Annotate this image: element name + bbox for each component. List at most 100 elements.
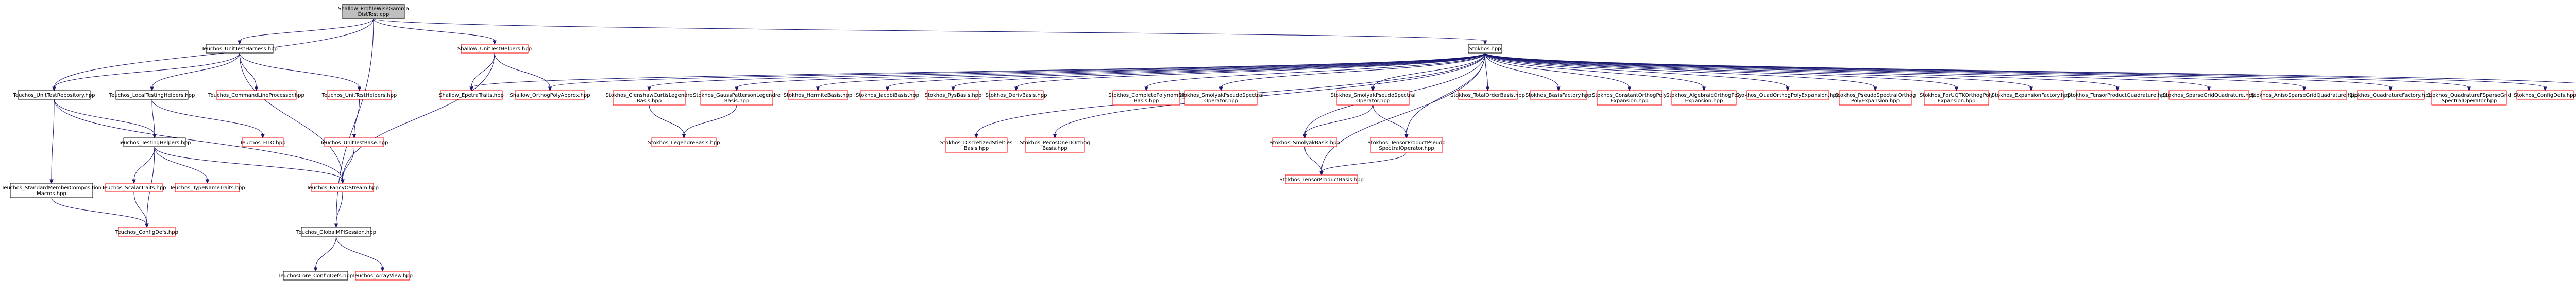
include-edge (1302, 104, 1374, 139)
node-label: Stokhos_DiscretizedStieltjes (940, 140, 1013, 146)
header-file-node[interactable]: Shallow_OrthogPolyApprox.hpp (510, 90, 590, 100)
include-edge (373, 18, 1487, 45)
header-file-node[interactable]: Stokhos_TensorProductPseudoSpectralOpera… (1367, 137, 1446, 153)
header-file-node[interactable]: Teuchos_FancyOStream.hpp (306, 183, 379, 192)
node-label: Stokhos_ExpansionFactory.hpp (1992, 93, 2071, 98)
node-label: Basis.hpp (1042, 146, 1067, 151)
header-file-node[interactable]: Shallow_UnitTestHelpers.hpp (457, 44, 532, 54)
header-file-node[interactable]: Stokhos_QuadOrthogPolyExpansion.hpp (1736, 90, 1839, 100)
header-file-node[interactable]: Teuchos_TestingHelpers.hpp (118, 137, 191, 147)
include-edge (1485, 52, 1877, 92)
node-label: Teuchos_UnitTestHelpers.hpp (321, 93, 397, 98)
header-file-node[interactable]: TeuchosCore_ConfigDefs.hpp (278, 271, 353, 281)
node-label: Expansion.hpp (1685, 98, 1723, 104)
include-edge (1485, 52, 1706, 92)
header-file-node[interactable]: Stokhos_JacobiBasis.hpp (856, 90, 919, 100)
include-edge (1485, 52, 2471, 92)
header-file-node[interactable]: Teuchos_CommandLineProcessor.hpp (208, 90, 304, 100)
header-file-node[interactable]: Stokhos_QuadratureFactory.hpp (2349, 90, 2432, 100)
header-file-node[interactable]: Teuchos_StandardMemberCompositionMacros.… (1, 183, 101, 198)
header-file-node[interactable]: Stokhos_SmolyakPseudoSpectralOperator.hp… (1331, 90, 1416, 106)
include-edge (133, 191, 149, 229)
header-file-node[interactable]: Shallow_EpetraTraits.hpp (439, 90, 504, 100)
include-edge (1371, 52, 1485, 92)
node-label: Teuchos_FILO.hpp (240, 140, 286, 146)
node-label: Shallow_UnitTestHelpers.hpp (457, 46, 532, 52)
node-label: Teuchos_CommandLineProcessor.hpp (208, 93, 304, 98)
node-label: Stokhos_DerivBasis.hpp (986, 93, 1047, 98)
node-label: Shallow_EpetraTraits.hpp (439, 93, 504, 98)
header-file-node[interactable]: Stokhos_TensorProductQuadrature.hpp (2067, 90, 2168, 100)
header-file-node[interactable]: Teuchos_ConfigDefs.hpp (115, 227, 178, 237)
node-label: Stokhos_SmolyakPseudoSpectral (1331, 93, 1416, 98)
node-label: Stokhos_ConstantOrthogPoly (1592, 93, 1667, 98)
node-label: Stokhos_RysBasis.hpp (925, 93, 982, 98)
header-file-node[interactable]: Teuchos_ScalarTraits.hpp (101, 183, 166, 192)
node-label: TeuchosCore_ConfigDefs.hpp (278, 273, 353, 279)
node-label: Stokhos_QuadOrthogPolyExpansion.hpp (1736, 93, 1839, 98)
header-file-node[interactable]: Stokhos_TotalOrderBasis.hpp (1450, 90, 1525, 100)
include-edge (816, 52, 1485, 92)
node-label: Operator.hpp (1356, 98, 1390, 104)
include-edge (1485, 52, 1490, 92)
node-label: Teuchos_ArrayView.hpp (352, 273, 413, 279)
header-file-node[interactable]: Teuchos_UnitTestHelpers.hpp (321, 90, 397, 100)
node-label: Macros.hpp (37, 191, 66, 197)
node-label: Stokhos_ClenshawCurtisLegendre (605, 93, 692, 98)
node-label: Stokhos_ForUQTKOrthogPoly (1920, 93, 1993, 98)
include-edge (735, 52, 1485, 92)
header-file-node[interactable]: Stokhos_SmolyakBasis.hpp (1269, 137, 1340, 147)
header-file-node[interactable]: Stokhos_DerivBasis.hpp (986, 90, 1047, 100)
header-file-node[interactable]: Stokhos_AnisoSparseGridQuadrature.hpp (2251, 90, 2358, 100)
node-label: Stokhos_PseudoSpectralOrthog (1835, 93, 1916, 98)
header-file-node[interactable]: Teuchos_GlobalMPISession.hpp (296, 227, 376, 237)
node-label: SpectralOperator.hpp (1379, 146, 1434, 151)
header-file-node[interactable]: Stokhos_ConfigDefs.hpp (2514, 90, 2576, 100)
header-file-node[interactable]: Stokhos_SparseGridQuadrature.hpp (2163, 90, 2256, 100)
header-file-node[interactable]: Teuchos_ArrayView.hpp (352, 271, 413, 281)
header-file-node[interactable]: Stokhos_RysBasis.hpp (925, 90, 982, 100)
header-file-node[interactable]: Stokhos_TensorProductBasis.hpp (1279, 174, 1364, 184)
header-file-node[interactable]: Teuchos_UnitTestHarness.hpp (201, 44, 278, 54)
header-file-node[interactable]: Teuchos_LocalTestingHelpers.hpp (109, 90, 195, 100)
header-file-node[interactable]: Stokhos_LegendreBasis.hpp (648, 137, 720, 147)
header-file-node[interactable]: Teuchos_UnitTestRepository.hpp (12, 90, 95, 100)
node-label: Stokhos_BasisFactory.hpp (1526, 93, 1591, 98)
include-edge (1219, 52, 1485, 92)
node-label: Basis.hpp (724, 98, 749, 104)
include-edge (341, 146, 354, 184)
include-edge (334, 18, 374, 229)
include-edge (151, 99, 157, 139)
header-file-node[interactable]: Stokhos_QuadratureFSparseGridSpectralOpe… (2427, 90, 2511, 106)
header-file-node[interactable]: Stokhos_HermiteBasis.hpp (784, 90, 852, 100)
header-file-node[interactable]: Stokhos_SmolyakPseudoSpectralOperator.hp… (1179, 90, 1264, 106)
node-label: Stokhos_GaussPattersonLegendre (693, 93, 781, 98)
include-edge (151, 99, 265, 139)
header-file-node[interactable]: Stokhos_PseudoSpectralOrthogPolyExpansio… (1835, 90, 1916, 106)
header-file-node[interactable]: Stokhos.hpp (1468, 44, 1502, 54)
include-edge (1485, 52, 2547, 92)
header-file-node[interactable]: Teuchos_UnitTestBase.hpp (320, 137, 388, 147)
node-label: Basis.hpp (1134, 98, 1159, 104)
node-label: Basis.hpp (964, 146, 989, 151)
node-label: Teuchos_UnitTestHarness.hpp (201, 46, 278, 52)
header-file-node[interactable]: Stokhos_BasisFactory.hpp (1526, 90, 1591, 100)
header-file-node[interactable]: Stokhos_ExpansionFactory.hpp (1992, 90, 2071, 100)
include-edge (373, 18, 497, 45)
node-label: Teuchos_ScalarTraits.hpp (101, 185, 166, 191)
node-label: Stokhos_CompletePolynomial (1108, 93, 1184, 98)
header-file-node[interactable]: Teuchos_TypeNameTraits.hpp (169, 183, 245, 192)
node-label: Stokhos_SmolyakBasis.hpp (1269, 140, 1340, 146)
node-label: Teuchos_ConfigDefs.hpp (115, 230, 178, 235)
node-label: Operator.hpp (1204, 98, 1238, 104)
header-file-node[interactable]: Teuchos_FILO.hpp (240, 137, 286, 147)
node-label: Stokhos_SparseGridQuadrature.hpp (2163, 93, 2256, 98)
